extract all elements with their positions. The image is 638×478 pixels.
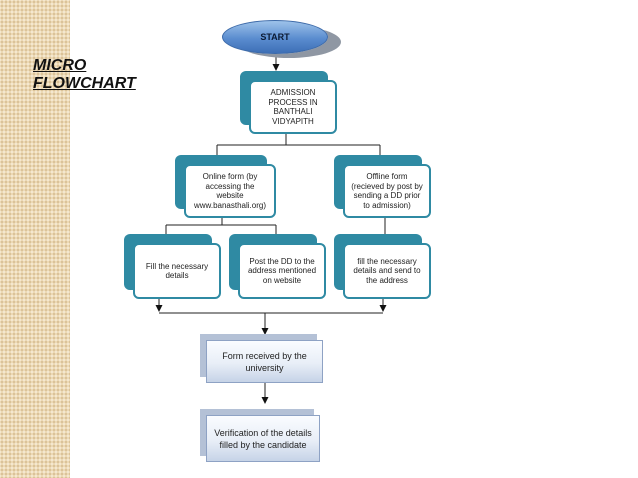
node-face: Form received by the university (206, 340, 323, 383)
node-face: Online form (by accessing the website ww… (184, 164, 276, 218)
form-received-label: Form received by the university (222, 350, 307, 373)
admission-process-label: ADMISSION PROCESS IN BANTHALI VIDYAPITH (268, 88, 318, 126)
fill-and-send-label: fill the necessary details and send to t… (353, 256, 421, 285)
node-face: Offline form (recieved by post by sendin… (343, 164, 431, 218)
start-label: START (260, 32, 290, 42)
verification-label: Verification of the details filled by th… (214, 427, 312, 450)
post-dd-node: Post the DD to the address mentioned on … (229, 234, 326, 299)
form-received-node: Form received by the university (200, 334, 323, 383)
offline-form-label: Offline form (recieved by post by sendin… (351, 172, 423, 210)
node-face: Verification of the details filled by th… (206, 415, 320, 462)
fill-and-send-node: fill the necessary details and send to t… (334, 234, 431, 299)
verification-node: Verification of the details filled by th… (200, 409, 320, 462)
decorative-side-strip (0, 0, 70, 478)
offline-form-node: Offline form (recieved by post by sendin… (334, 155, 431, 218)
node-face: Post the DD to the address mentioned on … (238, 243, 326, 299)
node-face: Fill the necessary details (133, 243, 221, 299)
admission-process-node: ADMISSION PROCESS IN BANTHALI VIDYAPITH (240, 71, 337, 134)
fill-details-label: Fill the necessary details (145, 261, 209, 281)
node-face: ADMISSION PROCESS IN BANTHALI VIDYAPITH (249, 80, 337, 134)
page-title: MICRO FLOWCHART (33, 57, 136, 92)
fill-details-node: Fill the necessary details (124, 234, 221, 299)
online-form-label: Online form (by accessing the website ww… (193, 172, 267, 210)
node-face: fill the necessary details and send to t… (343, 243, 431, 299)
post-dd-label: Post the DD to the address mentioned on … (247, 256, 317, 285)
start-node: START (222, 20, 328, 54)
online-form-node: Online form (by accessing the website ww… (175, 155, 276, 218)
